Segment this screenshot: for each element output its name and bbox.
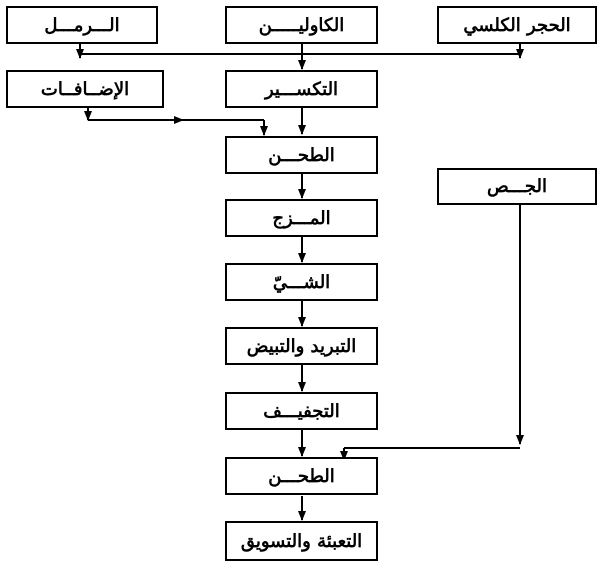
box-cooling-bleaching: التبريد والتبيض [225,327,378,365]
box-drying: التجفيـــف [225,392,378,430]
box-grinding-2: الطحـــن [225,457,378,495]
box-additives: الإضــافــات [6,70,164,108]
box-kaolin: الكاوليـــــن [225,6,378,44]
box-crushing: التكســـير [225,70,378,108]
box-grinding-1: الطحـــن [225,136,378,174]
box-limestone: الحجر الكلسي [437,6,597,44]
box-packaging-marketing: التعبئة والتسويق [225,521,378,561]
box-sand: الـــرمـــل [6,6,158,44]
box-gypsum: الجـــص [437,168,597,205]
box-mixing: المـــزج [225,199,378,237]
box-roasting: الشـــيّ [225,263,378,301]
